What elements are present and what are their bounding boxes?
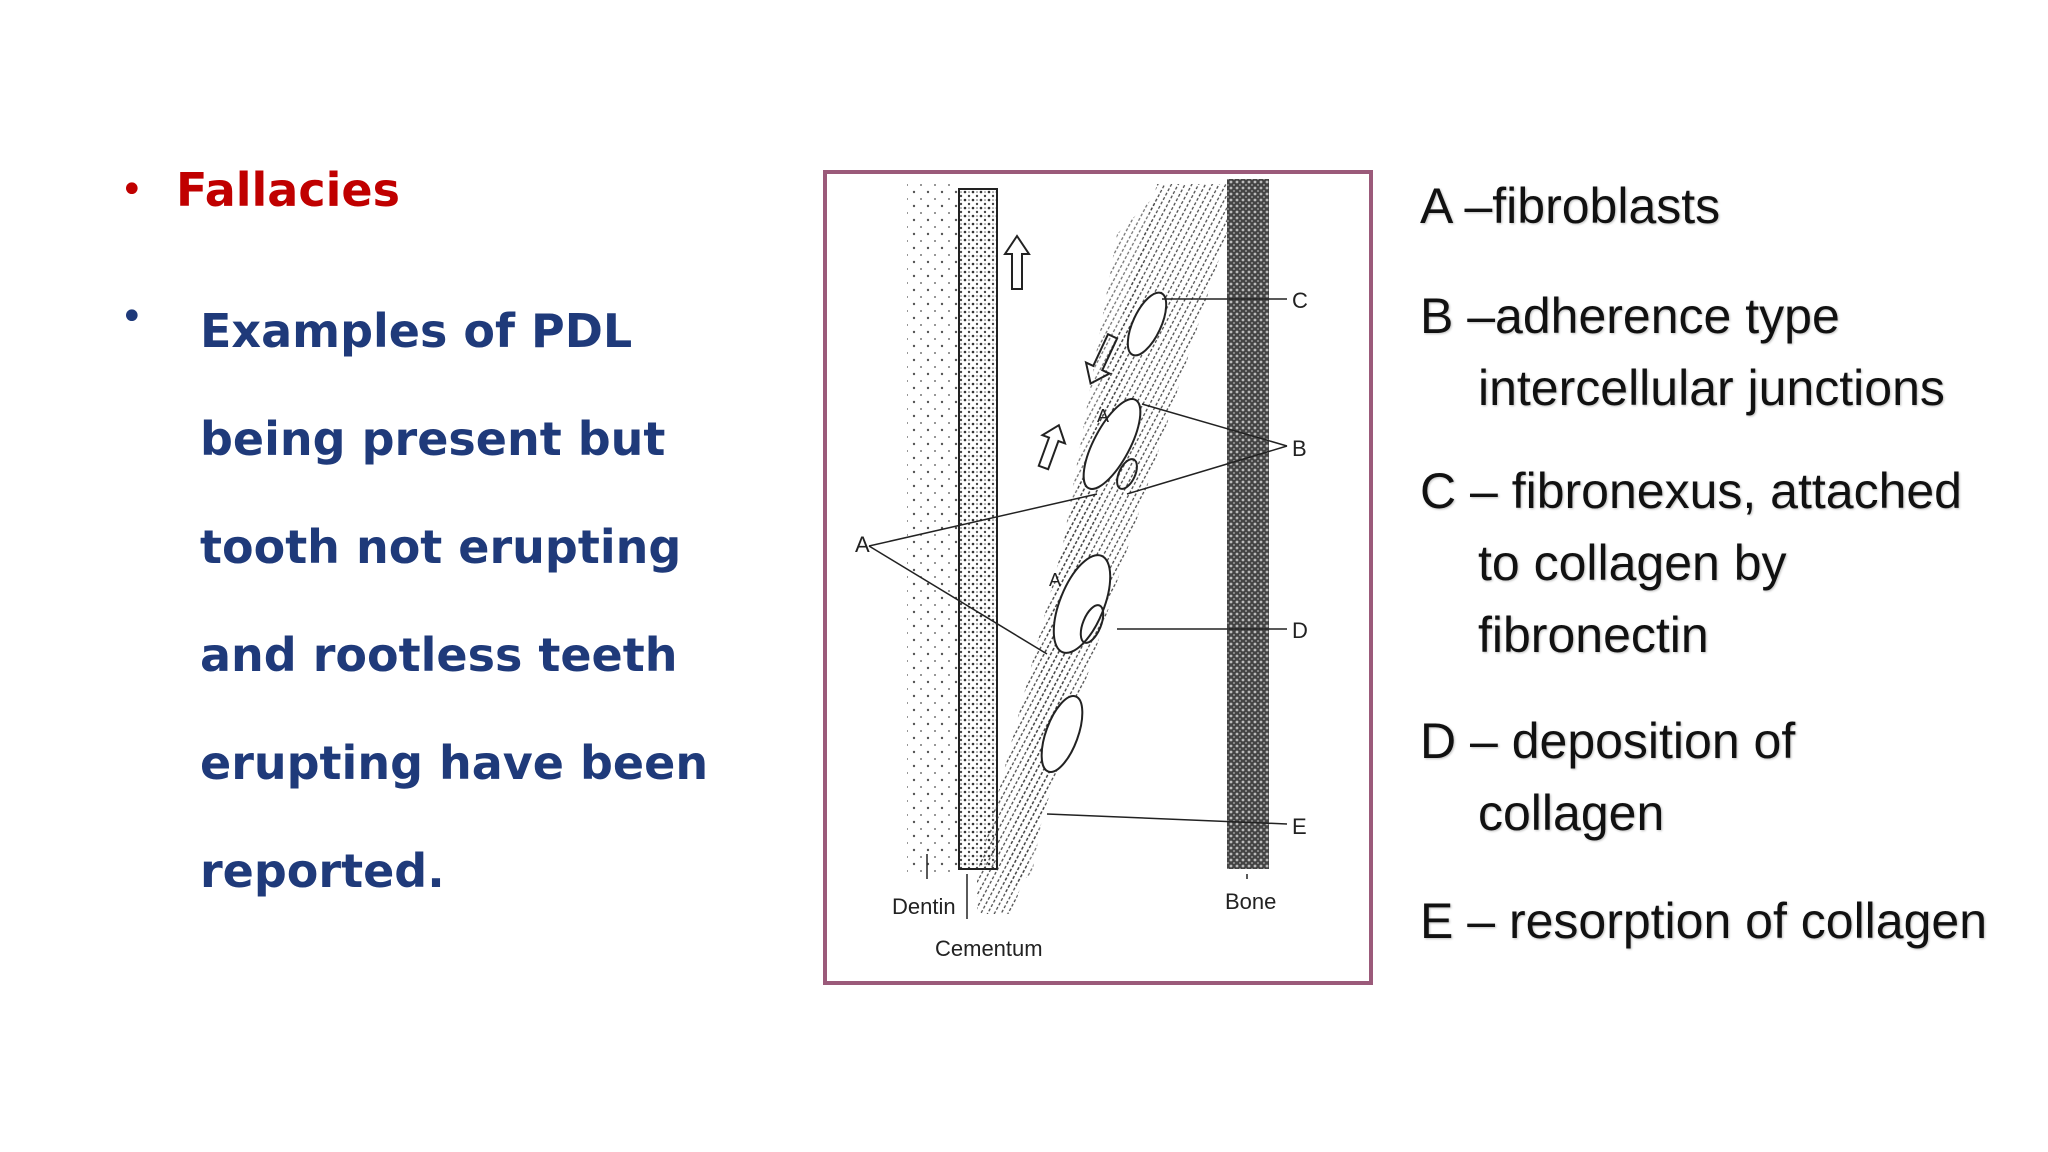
label-e: E [1292,814,1307,839]
leader-line-a [868,545,1048,655]
leader-line-e [1046,813,1288,825]
fallacies-body: Examples of PDL being present but tooth … [200,304,709,898]
label-a-inner: A [1049,570,1061,590]
fibroblast-cell [1126,291,1168,357]
legend-text-a: A –fibroblasts [1420,178,1721,234]
legend-item-a: A –fibroblasts [1420,170,1720,242]
legend-item-d: D – deposition of collagen [1420,705,1795,849]
dentin-layer [907,184,962,874]
label-b: B [1292,436,1307,461]
fibroblast-cell [1082,398,1142,490]
legend-text-b2: intercellular junctions [1478,360,1945,416]
legend-text-d2: collagen [1478,785,1665,841]
bullet-marker: • [120,294,144,340]
arrow-down-icon [1084,332,1119,385]
label-cementum: Cementum [935,936,1043,961]
pdl-diagram: A A A C B D E Dentin Cementum Bone [855,179,1308,961]
arrow-up-icon [1003,234,1031,290]
pdl-diagram-frame: A A A C B D E Dentin Cementum Bone [823,170,1373,985]
legend-item-c: C – fibronexus, attached to collagen by … [1420,455,1962,671]
legend-text-e: E – resorption of collagen [1420,893,1988,949]
legend-item-b: B –adherence type intercellular junction… [1420,280,1945,424]
fallacies-heading: Fallacies [176,163,400,217]
label-dentin: Dentin [892,894,956,919]
bone-layer [1227,179,1269,869]
label-d: D [1292,618,1308,643]
leader-line-a [868,493,1098,547]
legend-text-c2: to collagen by [1478,535,1787,591]
label-a: A [855,532,870,557]
ligament-fibers-secondary [1002,194,1157,894]
fibroblast-cell [1040,695,1084,773]
label-a-inner: A [1097,406,1109,426]
leader-line-b [1126,445,1288,495]
ligament-fibers [977,184,1227,914]
bullet-marker: • [120,167,144,213]
legend-text-c3: fibronectin [1478,607,1709,663]
cementum-layer [958,188,998,870]
label-c: C [1292,288,1308,313]
arrow-up-icon [1037,423,1067,471]
legend-item-e: E – resorption of collagen [1420,885,1987,957]
label-bone: Bone [1225,889,1276,914]
leader-line-b [1141,403,1288,447]
legend-text-b1: B –adherence type [1420,288,1840,344]
legend-text-d1: D – deposition of [1420,713,1796,769]
cell-nucleus [1079,604,1105,644]
legend-text-c1: C – fibronexus, attached [1420,463,1962,519]
cell-nucleus [1116,458,1138,490]
